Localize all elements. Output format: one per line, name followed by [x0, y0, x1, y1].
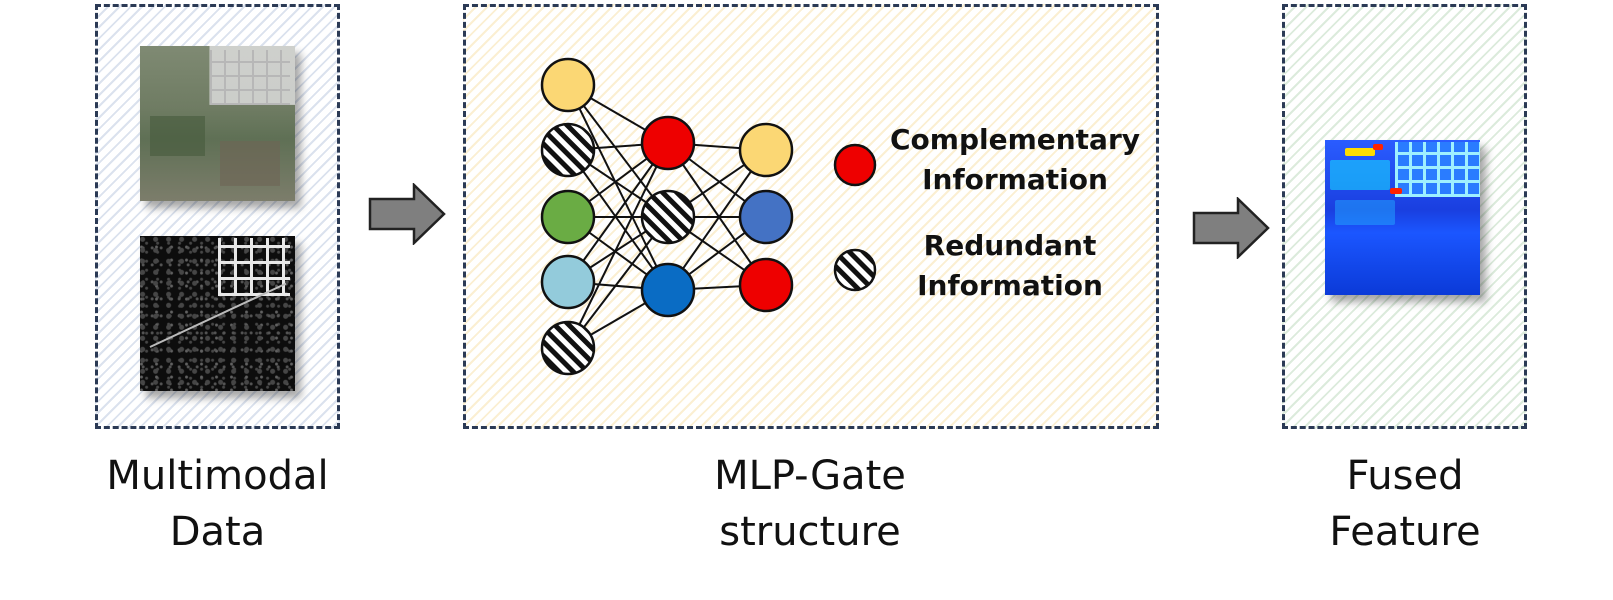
caption-line: Multimodal	[106, 453, 329, 499]
fused-image-buildings	[1395, 142, 1480, 197]
network-node-layer1	[540, 320, 596, 376]
fused-image-hotspot	[1335, 200, 1395, 225]
network-edge	[567, 84, 669, 291]
caption-line: Data	[169, 509, 266, 555]
network-edge	[667, 149, 767, 291]
network-edge	[667, 142, 767, 286]
network-edge	[567, 142, 669, 349]
network-edge	[567, 84, 669, 218]
legend-redundant-dot	[833, 248, 877, 292]
mlp-gate-caption: MLP-Gate structure	[610, 448, 1010, 560]
multimodal-data-caption: Multimodal Data	[55, 448, 380, 560]
caption-line: MLP-Gate	[714, 453, 906, 499]
caption-line: Feature	[1329, 509, 1481, 555]
legend-complementary-dot	[833, 143, 877, 187]
network-node-layer1	[540, 189, 596, 245]
optical-image-field	[220, 141, 280, 186]
network-node-layer1	[540, 57, 596, 113]
legend-redundant-line1: Redundant	[923, 229, 1097, 262]
network-node-layer2	[640, 115, 696, 171]
network-node-layer2	[640, 189, 696, 245]
arrow-right-icon	[368, 183, 446, 245]
network-nodes	[540, 57, 794, 376]
sar-image	[140, 236, 295, 391]
fused-image-hotspot	[1345, 148, 1375, 156]
optical-image-buildings	[210, 50, 290, 105]
fused-heatmap-image	[1325, 140, 1480, 295]
network-edge	[567, 216, 669, 349]
legend-redundant-line2: Information	[917, 269, 1103, 302]
network-node-layer1	[540, 122, 596, 178]
arrow-right-icon	[1192, 197, 1270, 259]
fused-image-hotspot	[1373, 144, 1383, 150]
network-node-layer3	[738, 189, 794, 245]
network-node-layer3	[738, 122, 794, 178]
network-node-layer2	[640, 262, 696, 318]
fused-image-hotspot	[1330, 160, 1390, 190]
caption-line: Fused	[1346, 453, 1464, 499]
network-edge	[567, 142, 669, 283]
optical-image-field	[150, 116, 205, 156]
fused-feature-caption: Fused Feature	[1255, 448, 1555, 560]
legend-redundant-label: Redundant Information	[885, 226, 1135, 306]
network-node-layer1	[540, 254, 596, 310]
legend-complementary-label: Complementary Information	[880, 120, 1150, 200]
optical-image	[140, 46, 295, 201]
network-node-layer3	[738, 257, 794, 313]
network-edge	[567, 149, 669, 291]
caption-line: structure	[719, 509, 901, 555]
legend-complementary-line1: Complementary	[889, 123, 1141, 156]
legend-complementary-line2: Information	[922, 163, 1108, 196]
fused-image-hotspot	[1390, 188, 1402, 194]
